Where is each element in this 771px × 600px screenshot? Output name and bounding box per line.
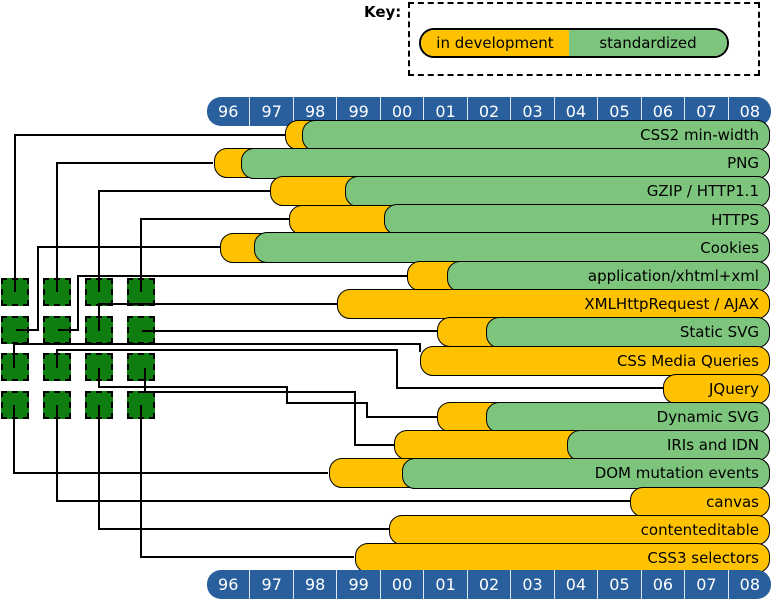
- bar-jquery: JQuery: [662, 373, 770, 404]
- year-cell-02: 02: [466, 570, 510, 599]
- grid-square-r3c4: [127, 353, 155, 381]
- bar-label: JQuery: [708, 379, 759, 398]
- bar-label: Cookies: [700, 238, 759, 257]
- year-cell-99: 99: [336, 97, 379, 126]
- year-cell-04: 04: [553, 97, 597, 126]
- connector-contenteditable: [98, 405, 389, 530]
- connector-xmlhttprequest-ajax: [98, 303, 337, 331]
- connector-css-media-queries: [13, 343, 421, 368]
- connector-application-xhtml-xml: [58, 275, 407, 331]
- connector-gzip-http1-1: [98, 190, 270, 292]
- bar-label: CSS3 selectors: [647, 549, 759, 567]
- year-cell-04: 04: [553, 570, 597, 599]
- bar-label: contenteditable: [640, 520, 759, 539]
- grid-square-r2c4: [127, 316, 155, 344]
- year-cell-98: 98: [292, 570, 336, 599]
- bar-label: application/xhtml+xml: [587, 267, 759, 285]
- bar-label: HTTPS: [711, 210, 759, 229]
- year-cell-08: 08: [727, 570, 771, 599]
- bar-label: DOM mutation events: [594, 464, 759, 483]
- bar-standardized-segment: [254, 232, 771, 264]
- connector-iris-and-idn: [144, 368, 394, 446]
- bar-label: PNG: [727, 154, 759, 173]
- bar-label: XMLHttpRequest / AJAX: [584, 295, 759, 314]
- bar-standardized-segment: [401, 457, 771, 489]
- bar-label: CSS Media Queries: [616, 351, 759, 370]
- year-cell-01: 01: [423, 97, 466, 126]
- bar-label: GZIP / HTTP1.1: [646, 182, 759, 201]
- bar-css-media-queries: CSS Media Queries: [419, 345, 770, 376]
- bar-dom-mutation-events: DOM mutation events: [328, 457, 771, 489]
- bar-standardized-segment: [486, 401, 771, 433]
- year-cell-03: 03: [510, 570, 553, 599]
- year-cell-06: 06: [640, 97, 684, 126]
- year-cell-02: 02: [466, 97, 510, 126]
- bar-application-xhtml-xml: application/xhtml+xml: [406, 260, 771, 292]
- year-cell-96: 96: [218, 102, 239, 121]
- year-cell-00: 00: [379, 97, 423, 126]
- bar-label: IRIs and IDN: [666, 436, 759, 455]
- bar-contenteditable: contenteditable: [389, 514, 770, 545]
- connector-css3-selectors: [140, 405, 354, 558]
- bar-dynamic-svg: Dynamic SVG: [437, 401, 771, 433]
- year-cell-05: 05: [597, 97, 640, 126]
- bar-gzip-http1-1: GZIP / HTTP1.1: [269, 175, 771, 207]
- bar-standardized-segment: [345, 175, 771, 207]
- bar-label: CSS2 min-width: [640, 126, 759, 144]
- year-cell-98: 98: [292, 97, 336, 126]
- year-cell-03: 03: [510, 97, 553, 126]
- key-dev-segment: in development: [421, 30, 569, 56]
- bar-css3-selectors: CSS3 selectors: [354, 543, 770, 573]
- bar-label: Dynamic SVG: [656, 408, 759, 426]
- key-std-label: standardized: [599, 34, 697, 52]
- bar-static-svg: Static SVG: [437, 316, 771, 348]
- key-dev-label: in development: [436, 34, 554, 52]
- year-cell-07: 07: [684, 97, 727, 126]
- bar-canvas: canvas: [630, 486, 770, 517]
- bar-standardized-segment: [301, 119, 771, 151]
- year-cell-97: 97: [249, 97, 292, 126]
- year-cell-00: 00: [379, 570, 423, 599]
- connector-https: [140, 218, 289, 292]
- year-cell-96: 96: [218, 575, 239, 594]
- key-legend: in development standardized: [408, 2, 760, 76]
- bar-css2-min-width: CSS2 min-width: [285, 119, 771, 151]
- bar-iris-and-idn: IRIs and IDN: [393, 429, 771, 461]
- key-std-segment: standardized: [569, 30, 727, 56]
- year-cell-97: 97: [249, 570, 292, 599]
- year-cell-01: 01: [423, 570, 466, 599]
- year-cell-06: 06: [640, 570, 684, 599]
- bar-cookies: Cookies: [220, 232, 771, 264]
- year-cell-99: 99: [336, 570, 379, 599]
- bar-png: PNG: [213, 147, 771, 179]
- key-pill: in development standardized: [419, 28, 729, 58]
- bar-label: canvas: [706, 492, 759, 511]
- bar-https: HTTPS: [289, 204, 771, 236]
- year-cell-08: 08: [727, 97, 771, 126]
- connector-dom-mutation-events: [13, 405, 328, 474]
- connector-dynamic-svg: [98, 368, 437, 418]
- bar-xmlhttprequest-ajax: XMLHttpRequest / AJAX: [337, 289, 770, 320]
- bar-standardized-segment: [241, 147, 771, 179]
- connector-jquery: [56, 349, 663, 389]
- bar-standardized-segment: [566, 429, 771, 461]
- connector-cookies: [16, 246, 220, 331]
- connector-css2-min-width: [14, 134, 285, 292]
- bar-label: Static SVG: [679, 323, 759, 342]
- connector-png: [56, 162, 213, 292]
- year-cell-07: 07: [684, 570, 727, 599]
- connector-canvas: [56, 405, 630, 502]
- bar-standardized-segment: [486, 316, 771, 348]
- key-title: Key:: [364, 3, 402, 21]
- year-cell-05: 05: [597, 570, 640, 599]
